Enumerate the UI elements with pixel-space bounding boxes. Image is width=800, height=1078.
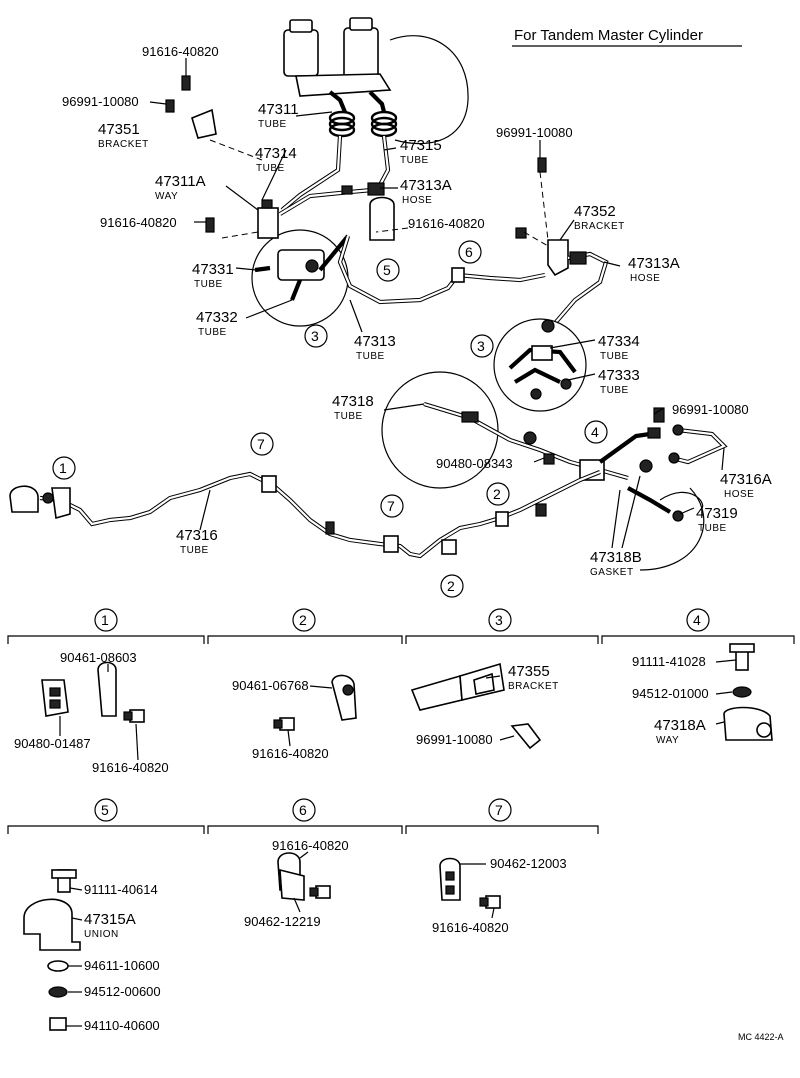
part-number: 90461-06768	[232, 678, 309, 693]
part-caption: BRACKET	[508, 681, 559, 692]
part-number: 47315A	[84, 911, 136, 928]
part-number: 47315	[400, 137, 442, 154]
part-caption: UNION	[84, 929, 119, 940]
part-number: 91616-40820	[142, 44, 219, 59]
part-number: 47333	[598, 367, 640, 384]
part-number: 91111-40614	[84, 882, 158, 897]
part-number: 47319	[696, 505, 738, 522]
callout-3-upper: 3	[311, 328, 319, 344]
part-caption: TUBE	[258, 119, 287, 130]
part-number: 91616-40820	[408, 216, 485, 231]
part-number: 96991-10080	[416, 732, 493, 747]
part-number: 96991-10080	[672, 402, 749, 417]
detail-part-drawings	[23, 643, 773, 1031]
part-number: 47313A	[400, 177, 452, 194]
part-number: 91616-40820	[432, 920, 509, 935]
section-dividers	[7, 635, 795, 834]
part-number: 47334	[598, 333, 640, 350]
part-number: 91616-40820	[92, 760, 169, 775]
part-number: 91616-40820	[100, 215, 177, 230]
part-caption: TUBE	[334, 411, 363, 422]
part-number: 91616-40820	[252, 746, 329, 761]
part-caption: HOSE	[402, 195, 432, 206]
part-number: 91111-41028	[632, 654, 706, 669]
part-number: 90480-08343	[436, 456, 513, 471]
part-number: 90462-12219	[244, 914, 321, 929]
part-number: 90480-01487	[14, 736, 91, 751]
section-4-number: 4	[693, 612, 701, 628]
part-caption: TUBE	[698, 523, 727, 534]
callout-4: 4	[591, 424, 599, 440]
section-7-number: 7	[495, 802, 503, 818]
part-caption: TUBE	[600, 351, 629, 362]
part-number: 47351	[98, 121, 140, 138]
main-part-labels: 91616-40820 96991-10080 47351 BRACKET 47…	[62, 44, 772, 578]
callout-7-left: 7	[257, 436, 265, 452]
part-caption: BRACKET	[98, 139, 149, 150]
part-number: 96991-10080	[62, 94, 139, 109]
part-caption: HOSE	[724, 489, 754, 500]
section-1-number: 1	[101, 612, 109, 628]
part-caption: TUBE	[194, 279, 223, 290]
part-number: 47316	[176, 527, 218, 544]
callout-3-rear: 3	[477, 338, 485, 354]
part-number: 47313A	[628, 255, 680, 272]
part-number: 94512-01000	[632, 686, 709, 701]
section-2-number: 2	[299, 612, 307, 628]
master-cylinder-drawing	[165, 17, 609, 412]
part-number: 47311	[258, 101, 299, 118]
part-caption: WAY	[656, 735, 679, 746]
part-number: 47318A	[654, 717, 706, 734]
part-number: 94611-10600	[84, 958, 160, 973]
rear-brake-line-drawing	[9, 371, 728, 571]
leader-lines	[59, 58, 737, 1027]
callouts: 5 6 3 3 4 1 7 7 2 2	[52, 240, 608, 598]
part-caption: WAY	[155, 191, 178, 202]
part-caption: TUBE	[256, 163, 285, 174]
part-caption: TUBE	[600, 385, 629, 396]
part-number: 47311A	[155, 173, 206, 190]
part-number: 94512-00600	[84, 984, 161, 999]
part-caption: BRACKET	[574, 221, 625, 232]
part-number: 47331	[192, 261, 234, 278]
part-number: 47352	[574, 203, 616, 220]
part-caption: TUBE	[400, 155, 429, 166]
part-number: 47318B	[590, 549, 642, 566]
callout-2-upper: 2	[493, 486, 501, 502]
part-caption: GASKET	[590, 567, 634, 578]
part-number: 91616-40820	[272, 838, 349, 853]
part-number: 90461-08603	[60, 650, 137, 665]
part-number: 47313	[354, 333, 396, 350]
part-number: 90462-12003	[490, 856, 567, 871]
detail-part-labels: 90461-08603 90480-01487 91616-40820 9046…	[14, 650, 709, 1033]
part-caption: TUBE	[198, 327, 227, 338]
diagram-title: For Tandem Master Cylinder	[514, 27, 703, 44]
section-headers: 1 2 3 4 5 6 7	[94, 608, 710, 822]
part-caption: TUBE	[180, 545, 209, 556]
part-number: 47318	[332, 393, 374, 410]
section-5-number: 5	[101, 802, 109, 818]
part-caption: HOSE	[630, 273, 660, 284]
callout-1: 1	[59, 460, 67, 476]
callout-5: 5	[383, 262, 391, 278]
part-number: 94110-40600	[84, 1018, 160, 1033]
footer-code: MC 4422-A	[738, 1032, 784, 1042]
part-number: 47332	[196, 309, 238, 326]
part-number: 96991-10080	[496, 125, 573, 140]
callout-7-right: 7	[387, 498, 395, 514]
section-6-number: 6	[299, 802, 307, 818]
part-caption: TUBE	[356, 351, 385, 362]
part-number: 47314	[255, 145, 297, 162]
part-number: 47355	[508, 663, 550, 680]
callout-2-lower: 2	[447, 578, 455, 594]
callout-6: 6	[465, 244, 473, 260]
section-3-number: 3	[495, 612, 503, 628]
part-number: 47316A	[720, 471, 772, 488]
